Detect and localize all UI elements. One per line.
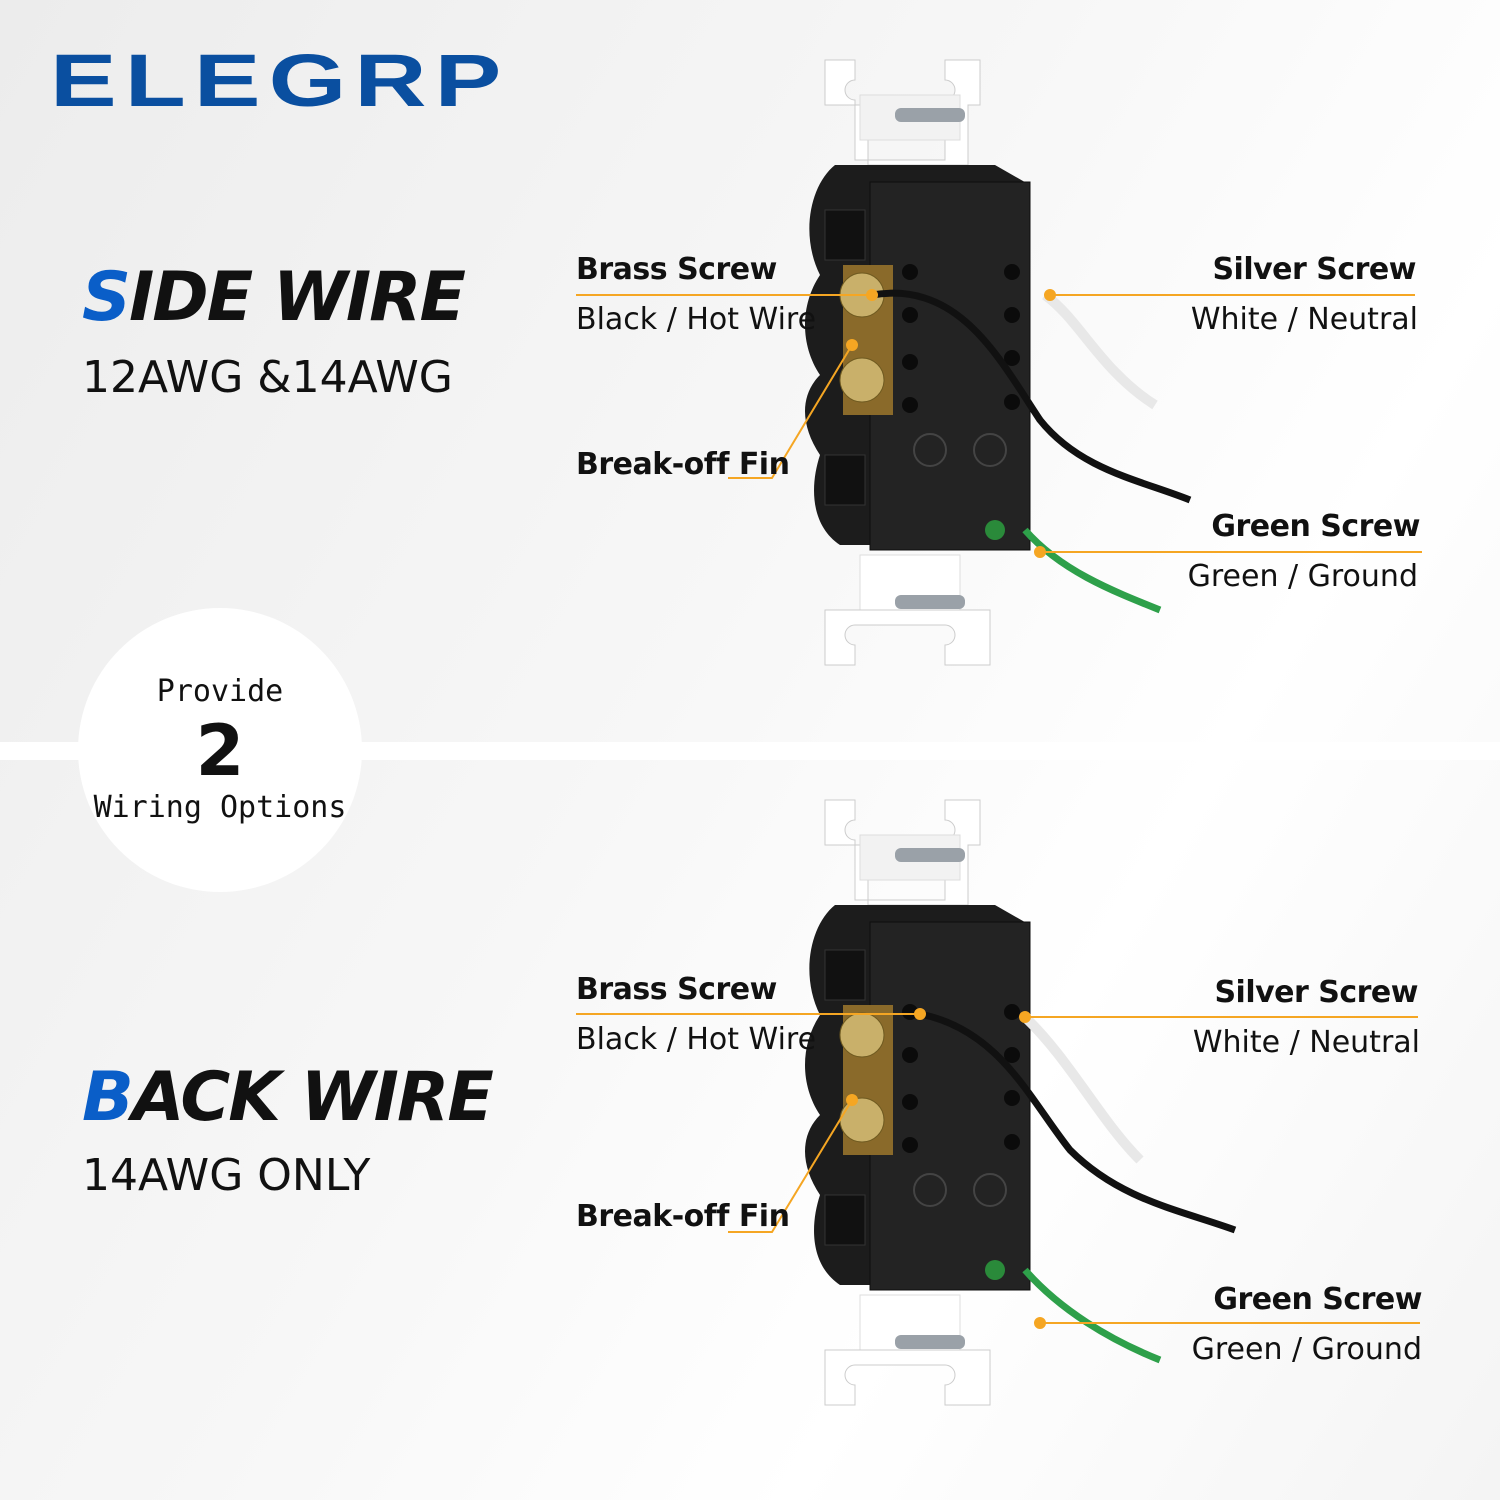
outlet-side-wire [804,59,1192,666]
black-wire [871,289,1192,504]
silver-screw-label: Silver Screw [1212,252,1416,287]
silver-screw-label: Silver Screw [1214,975,1418,1010]
side-wire-subtitle: 12AWG &14AWG [82,352,453,403]
side-wire-title: SIDE WIRE [82,258,466,337]
green-wire [1022,527,1162,614]
title-initial: B [82,1058,134,1137]
title-rest: ACK WIRE [131,1058,494,1137]
green-wire [1022,1267,1162,1364]
divider-band [0,742,1500,760]
brass-screw-desc: Black / Hot Wire [576,302,817,337]
green-screw-desc: Green / Ground [1187,559,1418,594]
brass-screw-label: Brass Screw [576,972,777,1007]
green-screw-desc: Green / Ground [1191,1332,1422,1367]
badge-number: 2 [195,710,245,792]
break-off-fin-label: Break-off Fin [576,1199,790,1234]
outlet-back-wire [804,799,1237,1406]
wiring-options-badge: Provide 2 Wiring Options [78,608,362,892]
silver-screw-desc: White / Neutral [1190,302,1418,337]
leader-lines [576,289,1422,1329]
brand-logo: ELEGRP [50,39,510,122]
brass-screw-label: Brass Screw [576,252,777,287]
green-screw-label: Green Screw [1211,509,1420,544]
title-rest: IDE WIRE [128,258,466,337]
badge-provide: Provide [156,674,284,709]
silver-screw-desc: White / Neutral [1192,1025,1420,1060]
white-wire [1042,290,1158,410]
brass-screw-desc: Black / Hot Wire [576,1022,817,1057]
back-wire-title: BACK WIRE [82,1058,494,1137]
white-wire [1021,1013,1144,1164]
back-wire-subtitle: 14AWG ONLY [82,1150,371,1201]
green-screw-label: Green Screw [1213,1282,1422,1317]
badge-options: Wiring Options [93,790,347,825]
title-initial: S [82,258,131,337]
black-wire [919,1010,1237,1234]
break-off-fin-label: Break-off Fin [576,447,790,482]
